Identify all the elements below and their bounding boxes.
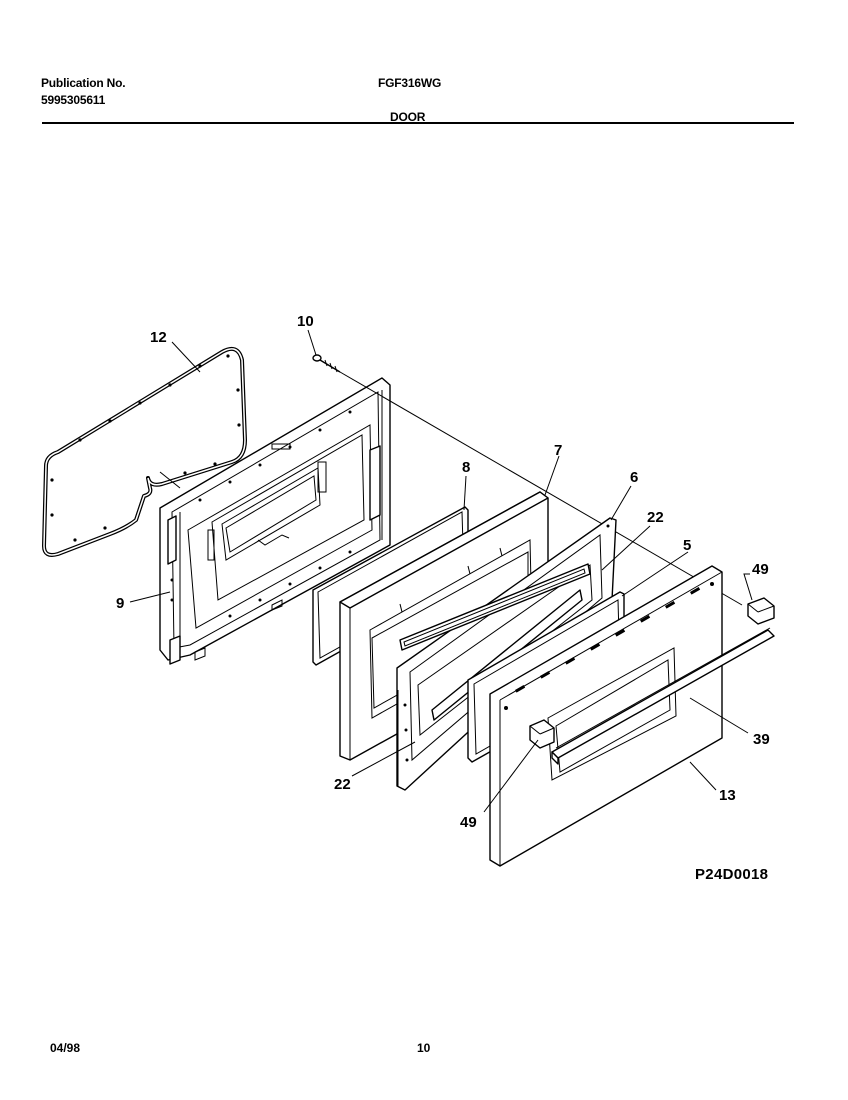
callout-10: 10 bbox=[297, 313, 314, 330]
callout-49-left: 49 bbox=[460, 814, 477, 831]
footer-date: 04/98 bbox=[50, 1041, 81, 1055]
callout-6: 6 bbox=[630, 469, 638, 486]
guide-line bbox=[339, 371, 743, 606]
callout-22-upper: 22 bbox=[647, 509, 664, 526]
callout-7: 7 bbox=[554, 442, 562, 459]
screw-part-10 bbox=[312, 354, 341, 373]
callout-22-lower: 22 bbox=[334, 776, 351, 793]
handle-part-39 bbox=[551, 627, 775, 765]
section-title: DOOR bbox=[390, 110, 426, 124]
header-rule bbox=[42, 122, 794, 124]
diagram-code: P24D0018 bbox=[695, 866, 769, 883]
callout-13: 13 bbox=[719, 787, 736, 804]
publication-number: 5995305611 bbox=[41, 93, 106, 107]
outer-door-part-13 bbox=[489, 565, 723, 867]
callout-12: 12 bbox=[150, 329, 167, 346]
callout-49-right: 49 bbox=[752, 561, 769, 578]
end-cap-part-49-left bbox=[529, 719, 555, 749]
gasket-part-12 bbox=[42, 346, 247, 557]
publication-label: Publication No. bbox=[41, 76, 126, 90]
callout-39: 39 bbox=[753, 731, 770, 748]
model-number: FGF316WG bbox=[378, 76, 442, 90]
callout-8: 8 bbox=[462, 459, 470, 476]
end-cap-part-49-right bbox=[747, 597, 775, 625]
callout-5: 5 bbox=[683, 537, 691, 554]
footer-page-number: 10 bbox=[417, 1041, 431, 1055]
callout-9: 9 bbox=[116, 595, 124, 612]
leader-lines bbox=[129, 329, 753, 813]
inner-door-part-9 bbox=[159, 377, 391, 665]
